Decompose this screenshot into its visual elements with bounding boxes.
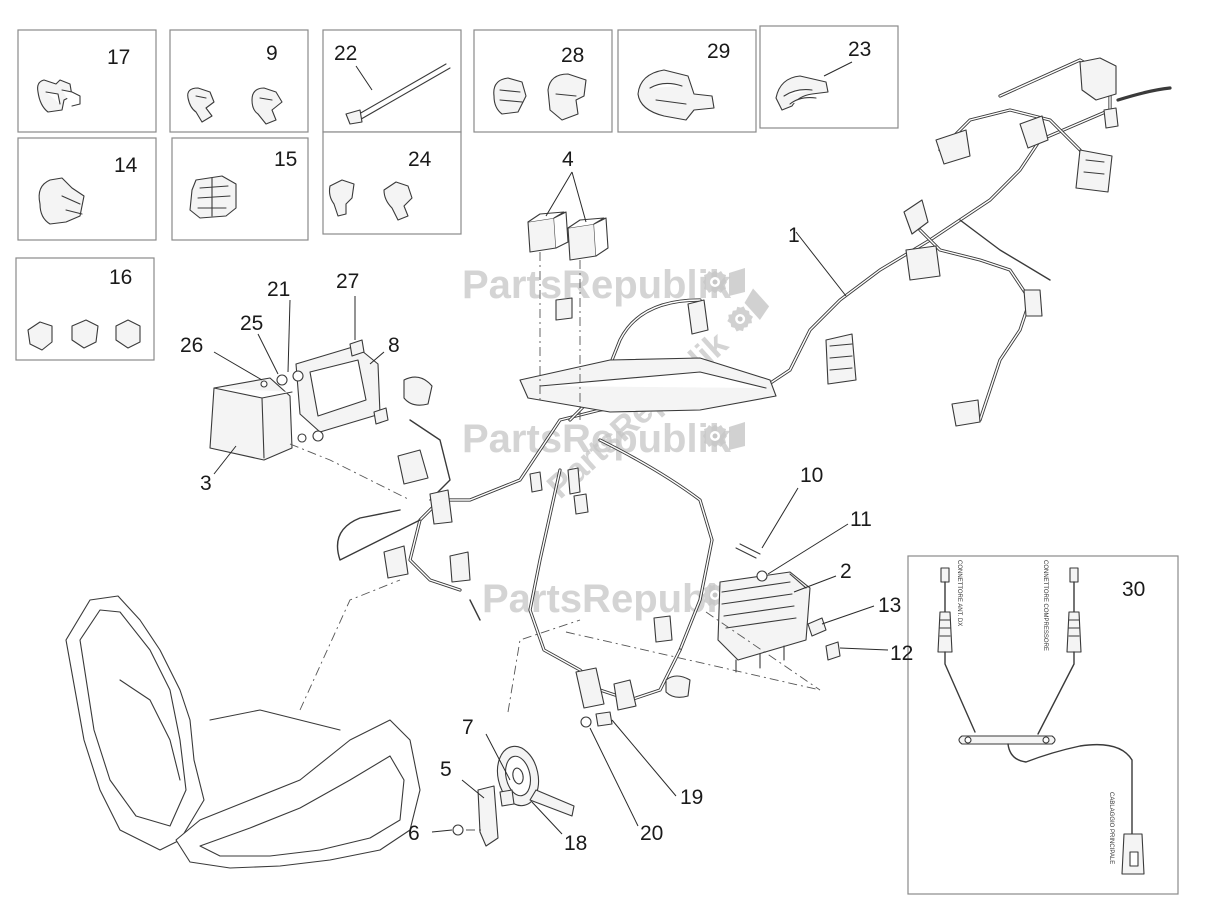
headlight-assembly	[65, 579, 421, 869]
callout-29: 29	[707, 40, 730, 63]
callout-4: 4	[562, 148, 574, 171]
callout-7: 7	[462, 716, 474, 739]
callout-20: 20	[640, 822, 663, 845]
callout-22: 22	[334, 42, 357, 65]
watermark-text: PartsRepublik	[462, 417, 732, 461]
callout-21: 21	[267, 278, 290, 301]
callout-15: 15	[274, 148, 297, 171]
inset-30: 30 CONNETTORE ANT. DX CONNETTORE COMPRES…	[907, 555, 1179, 895]
inset-29: 29	[617, 29, 757, 133]
control-unit: 3 8 27 21 25 26	[180, 270, 433, 501]
callout-24: 24	[408, 148, 432, 171]
callout-3: 3	[200, 472, 212, 495]
inset-9: 9	[169, 29, 309, 133]
inset-28: 28	[473, 29, 613, 133]
watermark-middle: PartsRepublik	[462, 417, 745, 461]
callout-23: 23	[848, 38, 871, 61]
callout-5: 5	[440, 758, 452, 781]
label-cable: CABLAGGIO PRINCIPALE	[1108, 792, 1114, 864]
callout-28: 28	[561, 44, 584, 67]
callout-26: 26	[180, 334, 203, 357]
callout-11: 11	[850, 508, 872, 531]
relays: 4	[527, 148, 609, 420]
callout-18: 18	[564, 832, 587, 855]
inset-15: 15	[171, 137, 309, 241]
callout-14: 14	[114, 154, 138, 177]
inset-22: 22	[322, 29, 462, 133]
inset-16: 16	[15, 257, 155, 361]
callout-13: 13	[878, 594, 901, 617]
callout-19: 19	[680, 786, 703, 809]
callout-9: 9	[266, 42, 278, 65]
callout-12: 12	[890, 642, 913, 665]
callout-16: 16	[109, 266, 132, 289]
voltage-regulator: 2 10 11 13 12	[565, 464, 913, 691]
callout-17: 17	[107, 46, 130, 69]
label-right-connector: CONNETTORE COMPRESSORE	[1042, 560, 1048, 651]
inset-14: 14	[17, 137, 157, 241]
callout-27: 27	[336, 270, 359, 293]
callout-6: 6	[408, 822, 420, 845]
inset-17: 17	[17, 29, 157, 133]
callout-8: 8	[388, 334, 400, 357]
callout-1: 1	[788, 224, 800, 247]
inset-24: 24	[322, 131, 462, 235]
inset-23: 23	[759, 25, 899, 129]
horn-assembly: 7 5 6 18 19 20	[408, 619, 703, 855]
callout-10: 10	[800, 464, 823, 487]
watermark-bottom: PartsRepublik	[482, 577, 752, 621]
label-left-connector: CONNETTORE ANT. DX	[956, 560, 962, 626]
main-wiring-harness: 1	[336, 57, 1172, 711]
callout-30: 30	[1122, 578, 1145, 601]
callout-2: 2	[840, 560, 852, 583]
callout-25: 25	[240, 312, 263, 335]
